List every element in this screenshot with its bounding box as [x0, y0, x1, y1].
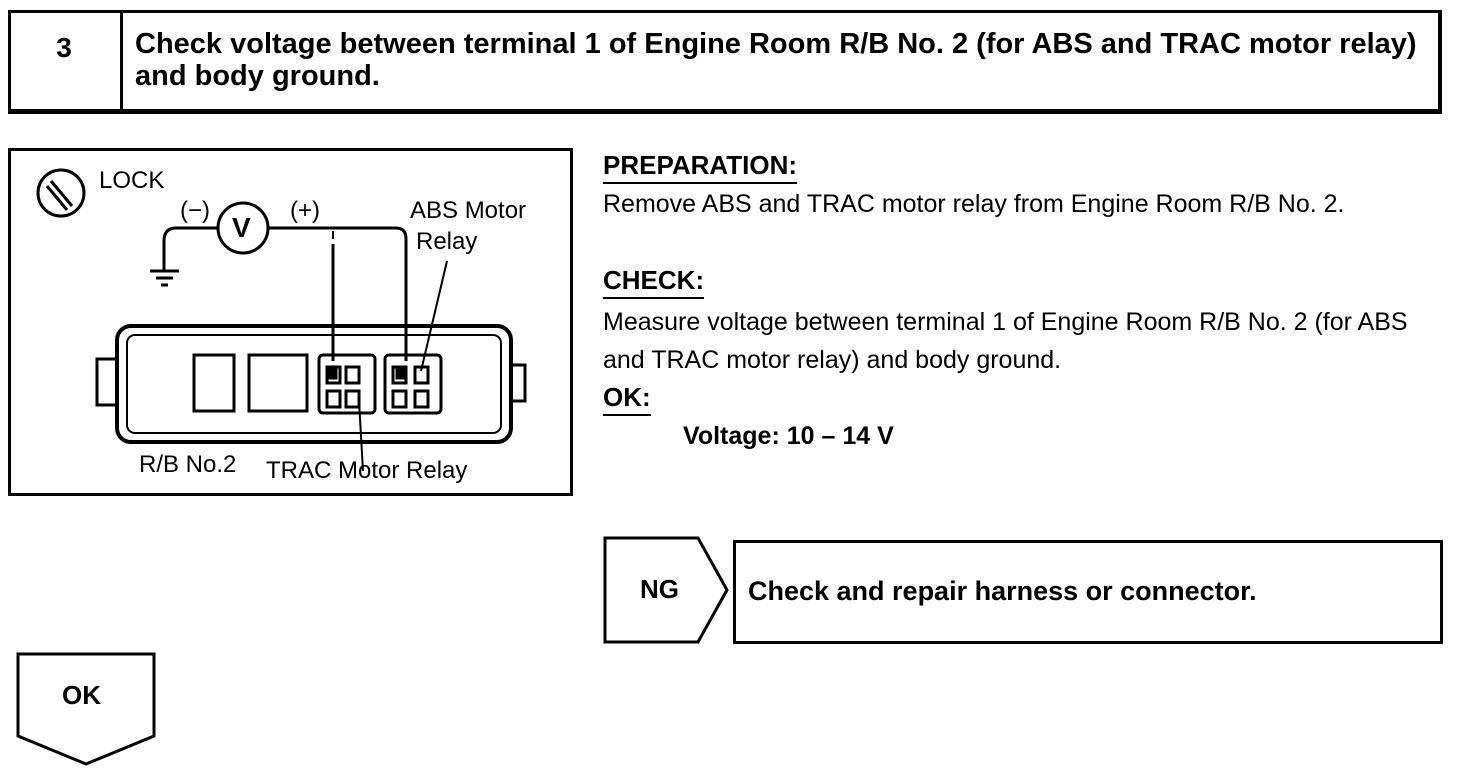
ok-arrow-icon — [16, 652, 156, 766]
ng-action-box — [733, 540, 1443, 644]
minus-terminal-label: (−) — [180, 197, 210, 224]
abs-relay-label-line2: Relay — [416, 228, 478, 255]
wiring-lines — [162, 226, 408, 361]
step-header-box — [8, 10, 1442, 114]
ignition-lock-icon — [36, 168, 86, 218]
diagram-drawing — [36, 168, 527, 472]
relay-block — [95, 324, 527, 444]
preparation-heading: PREPARATION: — [603, 150, 798, 184]
ok-label: OK — [62, 680, 101, 710]
preparation-text: Remove ABS and TRAC motor relay from Eng… — [603, 190, 1345, 218]
ok-heading: OK: — [603, 382, 651, 416]
abs-relay-label-line1: ABS Motor — [410, 197, 527, 224]
rb-label: R/B No.2 — [139, 451, 237, 478]
lock-label: LOCK — [99, 167, 165, 194]
wiring-diagram: LOCK (−) V (+) ABS Motor Relay R/B No.2 … — [8, 148, 573, 496]
ng-arrow-icon — [603, 536, 729, 644]
plus-terminal-label: (+) — [290, 197, 320, 224]
ng-label: NG — [640, 574, 679, 604]
trac-relay-socket — [317, 353, 377, 415]
leader-lines — [358, 260, 448, 472]
check-heading: CHECK: — [603, 265, 705, 299]
check-text: Measure voltage between terminal 1 of En… — [603, 308, 1408, 374]
ok-voltage-value: Voltage: 10 – 14 V — [683, 422, 894, 450]
trac-relay-label: TRAC Motor Relay — [266, 457, 468, 484]
voltmeter-label: V — [232, 212, 251, 243]
abs-relay-socket — [383, 353, 443, 415]
ng-action-text: Check and repair harness or connector. — [748, 576, 1257, 606]
step-number: 3 — [8, 10, 123, 114]
ground-symbol-icon — [150, 269, 179, 287]
step-title: Check voltage between terminal 1 of Engi… — [135, 28, 1417, 92]
